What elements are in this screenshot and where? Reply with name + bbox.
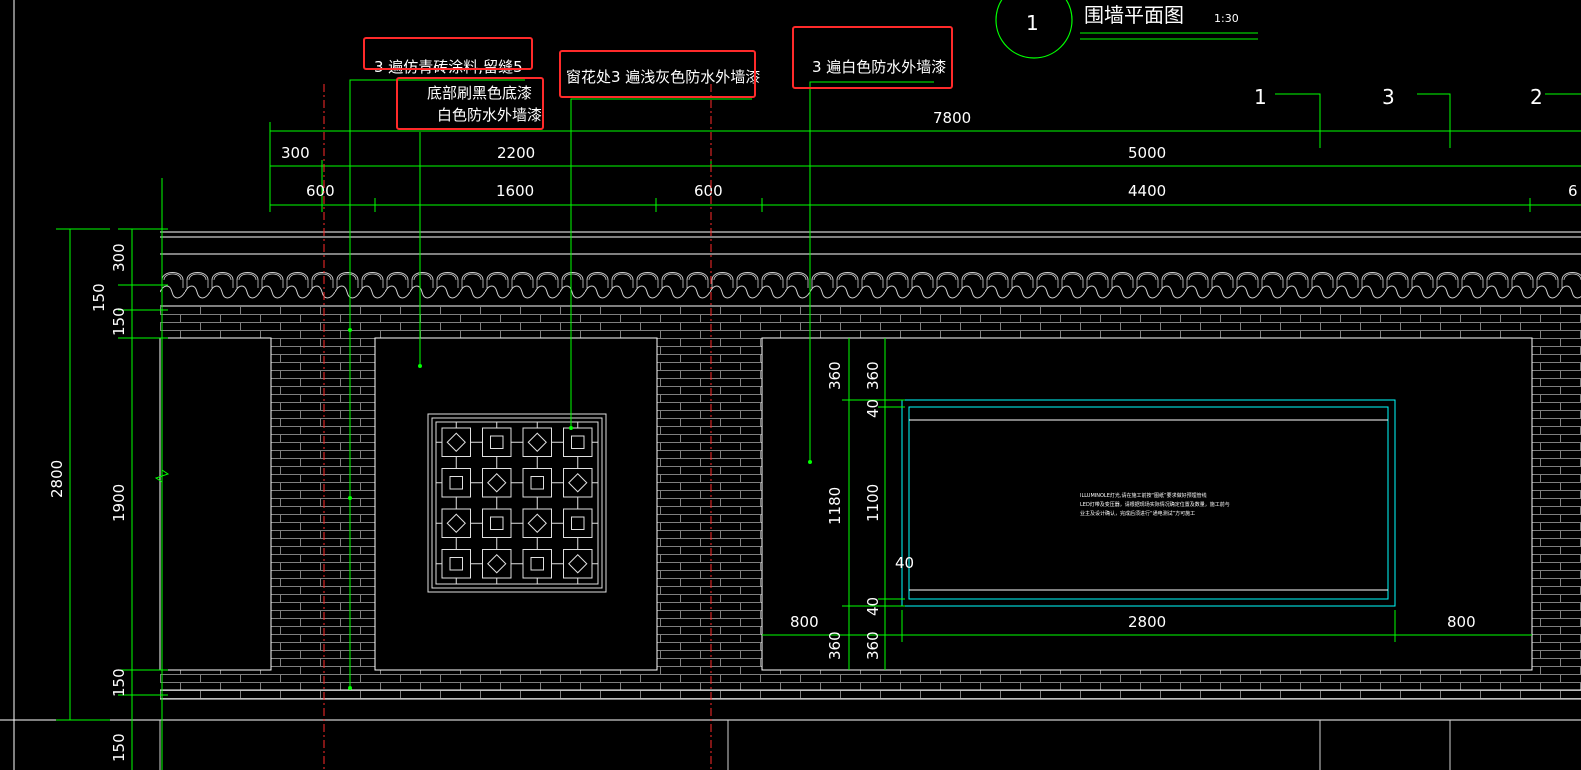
lattice-inner [490, 435, 504, 449]
lattice-inner [571, 435, 585, 449]
lattice-inner [530, 476, 544, 490]
lattice-tie [476, 462, 517, 503]
dim-q-40a: 40 [864, 399, 882, 418]
dim-left-150d: 150 [110, 733, 128, 762]
lattice-tie [436, 462, 477, 503]
lattice-tie [476, 422, 517, 463]
lattice-flower [446, 432, 466, 452]
title-scale: 1:30 [1214, 12, 1239, 25]
panel-sign [761, 337, 1533, 671]
lattice-tie [557, 543, 598, 584]
dim-p-360b: 360 [826, 631, 844, 660]
dim-inner-40: 40 [895, 554, 914, 572]
dim-4400: 4400 [1128, 182, 1166, 200]
note-base-line1: 底部刷黑色底漆 [427, 84, 532, 102]
panel-left [159, 337, 272, 671]
title-number: 1 [1026, 11, 1039, 35]
dim-q-360a: 360 [864, 361, 882, 390]
dim-600a: 600 [306, 182, 335, 200]
lattice-tie [436, 503, 477, 544]
note-base-line2: 白色防水外墙漆 [437, 106, 542, 124]
title-text: 围墙平面图 [1084, 3, 1184, 27]
note-brick: 3 遍仿青砖涂料,留缝5 [374, 58, 523, 76]
dim-overall: 7800 [933, 109, 971, 127]
lattice-tie [557, 422, 598, 463]
left-dimensions [56, 178, 170, 770]
wall-panels [159, 337, 1533, 671]
top-dimension-chains [269, 122, 1581, 212]
grid-markers [1275, 93, 1581, 148]
dim-left-300: 300 [110, 243, 128, 272]
grid-marker-2: 2 [1530, 85, 1543, 109]
note-window: 窗花处3 遍浅灰色防水外墙漆 [566, 68, 760, 86]
sign-text-1: ILLUMINOLE灯光,请在施工前按“图纸”要求做好预埋管线 [1080, 492, 1207, 499]
panel-dimensions [762, 338, 1532, 670]
sign-text-3: 业主及设计确认，完成后须进行“通电测试”方可施工 [1080, 510, 1195, 517]
lattice-tie [557, 462, 598, 503]
dim-p-1180: 1180 [826, 487, 844, 525]
grid-marker-1: 1 [1254, 85, 1267, 109]
dim-2200: 2200 [497, 144, 535, 162]
lattice-inner [449, 557, 463, 571]
highlight-boxes [363, 26, 953, 130]
lattice-tie [517, 422, 558, 463]
lattice-window [427, 413, 607, 593]
lattice-tie [517, 462, 558, 503]
lattice-tie [557, 503, 598, 544]
dim-q-1100: 1100 [864, 484, 882, 522]
note-white: 3 遍白色防水外墙漆 [812, 58, 946, 76]
panel-window [374, 337, 658, 671]
dim-p-360a: 360 [826, 361, 844, 390]
dim-b-800a: 800 [790, 613, 819, 631]
dim-b-800b: 800 [1447, 613, 1476, 631]
drawing-title: 1 围墙平面图 1:30 [995, 0, 1258, 59]
lattice-flower [487, 473, 507, 493]
dim-1600: 1600 [496, 182, 534, 200]
lattice-tie [476, 543, 517, 584]
dim-total-2800: 2800 [48, 460, 66, 498]
dim-left-150b: 150 [110, 307, 128, 336]
lattice-inner [490, 516, 504, 530]
dim-5000: 5000 [1128, 144, 1166, 162]
lattice-flower [487, 554, 507, 574]
grid-marker-3: 3 [1382, 85, 1395, 109]
wall-coping [160, 231, 1581, 307]
lattice-tie [436, 422, 477, 463]
sign-frame [901, 399, 1396, 607]
dim-6-partial: 6 [1568, 182, 1578, 200]
leader-lines [349, 79, 934, 688]
lattice-flower [527, 513, 547, 533]
title-circle [995, 0, 1073, 59]
lattice-flower [568, 554, 588, 574]
sign-text-2: LED灯带及变压器，请根据现场实际情况确定位置及数量，施工前与 [1080, 501, 1230, 508]
lattice-inner [449, 476, 463, 490]
lattice-tie [436, 543, 477, 584]
dim-left-150a: 150 [90, 283, 108, 312]
lattice-flower [568, 473, 588, 493]
centerlines [323, 84, 712, 770]
lattice-flower [446, 513, 466, 533]
lattice-tie [517, 543, 558, 584]
dim-600b: 600 [694, 182, 723, 200]
lattice-flower [527, 432, 547, 452]
dim-q-360b: 360 [864, 631, 882, 660]
dim-left-150c: 150 [110, 668, 128, 697]
dim-q-40b: 40 [864, 597, 882, 616]
dim-300: 300 [281, 144, 310, 162]
lattice-tie [476, 503, 517, 544]
lattice-inner [530, 557, 544, 571]
lattice-tie [517, 503, 558, 544]
dim-left-1900: 1900 [110, 484, 128, 522]
lattice-inner [571, 516, 585, 530]
dim-b-2800: 2800 [1128, 613, 1166, 631]
